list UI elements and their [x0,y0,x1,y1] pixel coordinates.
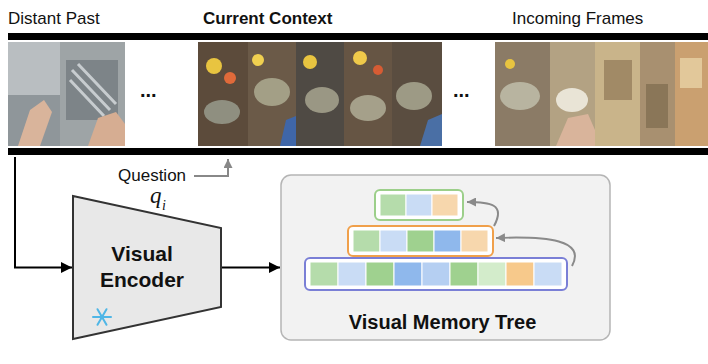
token-level [348,226,493,256]
encoder-trapezoid: Visual Encoder [72,195,222,340]
question-arrow [194,159,228,176]
distant-frames [8,42,125,146]
tree-panel [281,175,610,340]
flow-arrow [222,267,280,269]
time-label: Current Context [203,8,332,29]
question-subscript: i [162,198,166,215]
question-symbol: q [150,182,162,210]
frozen-snowflake [93,309,111,325]
merge-arrow [467,202,498,226]
ellipsis: ... [453,78,470,102]
time-label: Distant Past [8,8,100,29]
memory-tree-box: Visual Memory Tree [280,174,611,341]
flow-arrow [15,157,72,268]
token-level [305,258,567,290]
ellipsis: ... [140,78,157,102]
token-level [375,190,463,220]
incoming-frames [495,42,708,146]
film-bar [8,33,708,40]
encoder-outline [73,196,221,339]
tree-label: Visual Memory Tree [280,310,605,335]
encoder-shape [72,195,222,340]
time-label: Incoming Frames [512,8,643,29]
video-stream: Distant Past Current Context Incoming Fram… [8,2,708,157]
merge-arrow [496,238,575,266]
current-frames [198,42,442,146]
film-bar [8,148,708,155]
encoder-label: Visual Encoder [72,241,212,294]
